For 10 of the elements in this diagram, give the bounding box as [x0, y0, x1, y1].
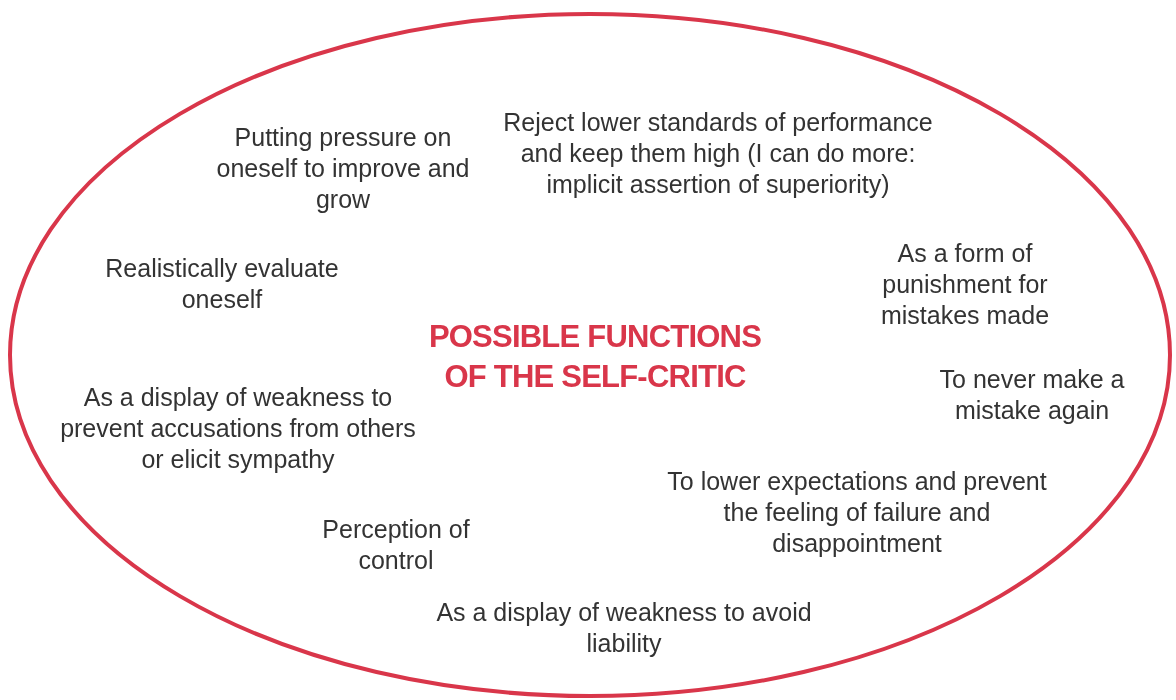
function-text: As a form of punishment for mistakes made	[879, 237, 1051, 331]
function-text: To lower expectations and prevent the feeling of failure and disappointment	[666, 465, 1048, 559]
function-text: Realistically evaluate oneself	[104, 253, 340, 315]
function-text: Reject lower standards of performance and keep them high (I can do more: implicit assertion of superiority)	[503, 106, 933, 200]
function-text: As a display of weakness to avoid liability	[435, 597, 813, 659]
function-text: As a display of weakness to prevent accusations from others or elicit sympathy	[59, 381, 417, 475]
function-text: Putting pressure on oneself to improve and grow	[215, 121, 471, 215]
function-text: Perception of control	[321, 514, 471, 576]
center-heading: POSSIBLE FUNCTIONS OF THE SELF-CRITIC	[427, 318, 763, 396]
function-text: To never make a mistake again	[938, 364, 1126, 426]
